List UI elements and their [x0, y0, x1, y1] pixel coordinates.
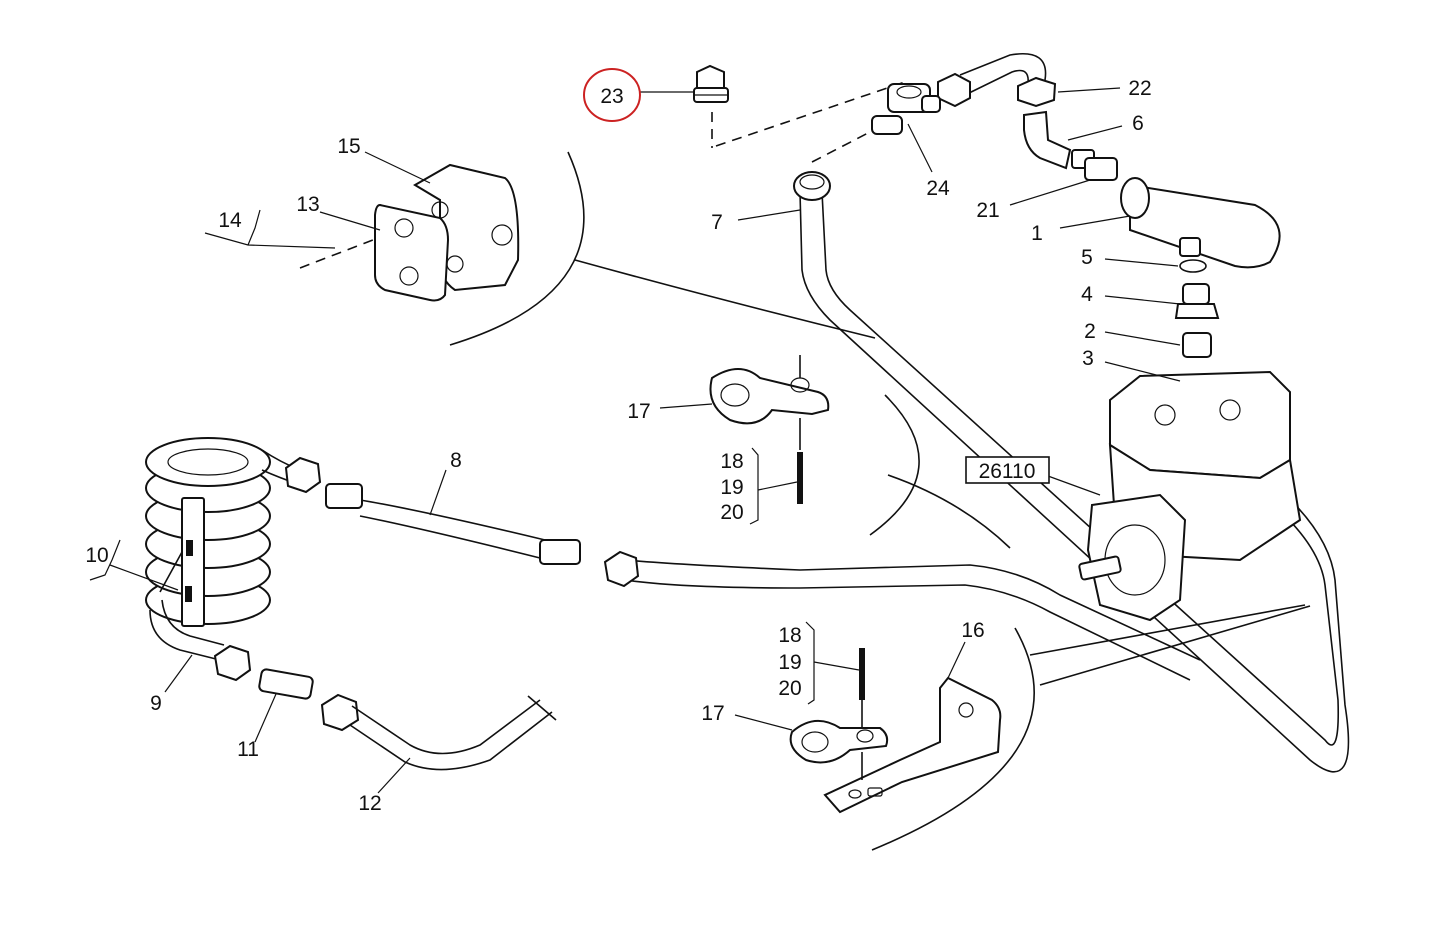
dash-24-to-7 — [811, 131, 871, 163]
callout-19-a: 19 — [720, 476, 743, 499]
callout-22: 22 — [1128, 77, 1151, 100]
bracket-16 — [823, 676, 1002, 814]
plug-23 — [693, 64, 729, 103]
callout-17-bottom: 17 — [701, 702, 724, 725]
hose-8 — [325, 483, 581, 565]
callout-18-bottom-label: 18 — [778, 624, 801, 647]
highlight-circle-23 — [583, 68, 641, 122]
pipe-clip-17-bottom — [789, 648, 889, 780]
callout-7: 7 — [711, 211, 723, 234]
callout-16: 16 — [961, 619, 984, 642]
callout-15: 15 — [337, 135, 360, 158]
callout-13: 13 — [296, 193, 319, 216]
reference-box-26110: 26110 — [979, 460, 1036, 483]
callout-2: 2 — [1084, 320, 1096, 343]
leader-lines — [89, 87, 1181, 794]
callout-20-bottom-label: 20 — [778, 677, 801, 700]
callout-9: 9 — [150, 692, 162, 715]
callout-8: 8 — [450, 449, 462, 472]
reference-box-frame — [965, 456, 1050, 484]
callout-18-a: 18 — [720, 450, 743, 473]
cylinder-1 — [1120, 177, 1281, 269]
callout-11: 11 — [237, 738, 259, 761]
fitting-2 — [1182, 332, 1212, 358]
callout-17-top: 17 — [627, 400, 650, 423]
pipe-7 — [793, 171, 1350, 773]
callout-12: 12 — [358, 792, 381, 815]
pipe-12 — [320, 693, 557, 771]
callout-14: 14 — [218, 209, 242, 232]
dash-14 — [299, 237, 379, 269]
nipple-11 — [258, 668, 314, 700]
tee-fitting-24 — [871, 83, 941, 135]
callout-6: 6 — [1132, 112, 1144, 135]
callout-3: 3 — [1082, 347, 1094, 370]
nipple-21 — [1084, 157, 1118, 181]
detail-bubble-top — [449, 151, 876, 346]
callout-24: 24 — [926, 177, 950, 200]
callout-23: 23 — [600, 85, 623, 108]
fitting-4 — [1174, 283, 1220, 319]
callout-10: 10 — [85, 544, 108, 567]
air-compressor — [1078, 370, 1302, 622]
callout-21: 21 — [976, 199, 999, 222]
detail-bubble-clip-top — [869, 394, 1011, 549]
clamp-plate-13 — [374, 203, 450, 302]
pipe-main-lower — [603, 550, 1201, 681]
callout-19-bottom-label: 19 — [778, 651, 801, 674]
callout-20-top: 20 — [720, 501, 743, 524]
callout-5: 5 — [1081, 246, 1093, 269]
callout-4: 4 — [1081, 283, 1093, 306]
callout-1: 1 — [1031, 222, 1043, 245]
pipe-clip-17-top — [709, 355, 830, 504]
pipe-top-bend — [937, 53, 1057, 108]
cooling-coil — [145, 437, 322, 682]
o-ring-5 — [1179, 259, 1207, 273]
